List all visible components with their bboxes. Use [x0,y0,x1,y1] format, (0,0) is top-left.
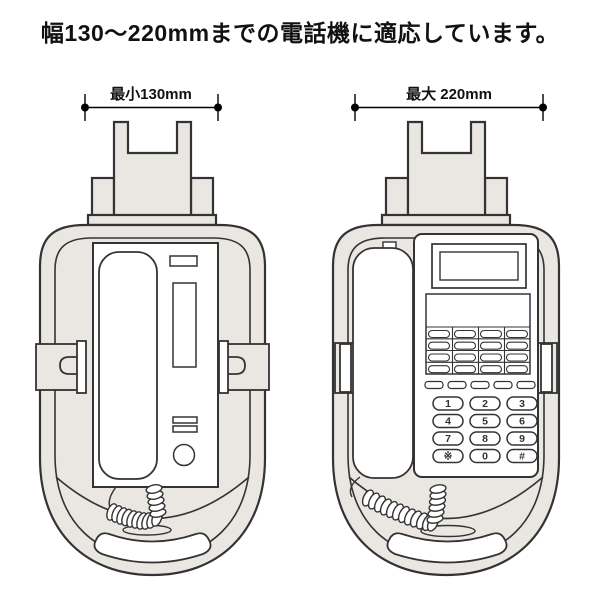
clamp-rail-right [218,340,229,394]
small-phone-slot [172,282,197,368]
keypad-key-1: 1 [432,396,464,411]
small-phone-bar-1 [172,416,198,424]
small-phone-bar-2 [172,425,198,433]
side-clamp-right [218,340,270,394]
keypad-key-4: 4 [432,413,464,429]
base-handle-cutout [93,532,212,564]
soft-key-row [424,380,536,390]
small-phone-cord [106,484,167,530]
min-dimension-label: 最小130mm [110,85,192,103]
small-phone [92,242,219,488]
small-phone-top-button [169,255,198,267]
dim-dot-left [351,103,359,112]
bracket-prongs [406,120,487,218]
clamp-rail-left [76,340,87,394]
svg-text:7: 7 [445,433,451,445]
svg-text:8: 8 [482,433,488,445]
dim-dot-left [81,103,89,112]
keypad-key-star: ※ [432,448,464,464]
bracket-bar [86,213,218,227]
keypad-key-pound: # [506,448,538,464]
min-dimension-annotation: 最小130mm [81,85,222,121]
svg-text:6: 6 [519,416,525,428]
mounting-bracket [380,120,512,227]
min-holder-figure: 最小130mm [35,85,270,577]
function-button-grid [426,326,530,374]
clamp-hook-right [227,356,246,375]
clamp-hook-left [59,356,78,375]
max-dimension-annotation: 最大 220mm [351,85,547,121]
small-phone-dial-button [172,443,196,467]
display-inner [439,251,519,281]
svg-text:5: 5 [482,416,488,428]
bracket-prongs [112,120,193,218]
page-title: 幅130〜220mmまでの電話機に適応しています。 [40,20,560,46]
small-phone-handset [98,251,158,480]
keypad-key-6: 6 [506,413,538,429]
bracket-shoulder-left [90,176,116,219]
side-clamp-right [535,342,558,394]
bracket-shoulder-right [483,176,509,219]
svg-text:4: 4 [445,416,451,428]
side-clamp-left [35,340,87,394]
max-dimension-label: 最大 220mm [406,85,492,103]
svg-text:#: # [519,451,525,463]
keypad: 1 2 3 4 5 6 7 8 9 ※ 0 # [432,396,538,464]
svg-text:9: 9 [519,433,525,445]
side-clamp-left [334,342,357,394]
base-handle-cutout [386,532,508,564]
keypad-key-5: 5 [469,413,501,429]
bracket-shoulder-left [384,176,410,219]
keypad-key-8: 8 [469,431,501,446]
svg-text:0: 0 [482,451,488,463]
svg-text:2: 2 [482,398,488,410]
bracket-bar [380,213,512,227]
svg-text:※: ※ [444,451,453,463]
large-phone-cord [349,476,447,532]
clamp-rail-left [339,343,352,393]
keypad-key-0: 0 [469,448,501,464]
keypad-key-7: 7 [432,431,464,446]
dim-dot-right [539,103,547,112]
mounting-bracket [86,120,218,227]
large-phone-handset [352,247,414,479]
keypad-key-2: 2 [469,396,501,411]
large-phone: 1 2 3 4 5 6 7 8 9 ※ 0 # [352,233,539,479]
svg-text:1: 1 [445,398,451,410]
keypad-key-3: 3 [506,396,538,411]
dim-dot-right [214,103,222,112]
bracket-shoulder-right [189,176,215,219]
svg-text:3: 3 [519,398,525,410]
max-holder-figure: 最大 220mm [331,85,561,577]
keypad-key-9: 9 [506,431,538,446]
clamp-rail-right [540,343,553,393]
